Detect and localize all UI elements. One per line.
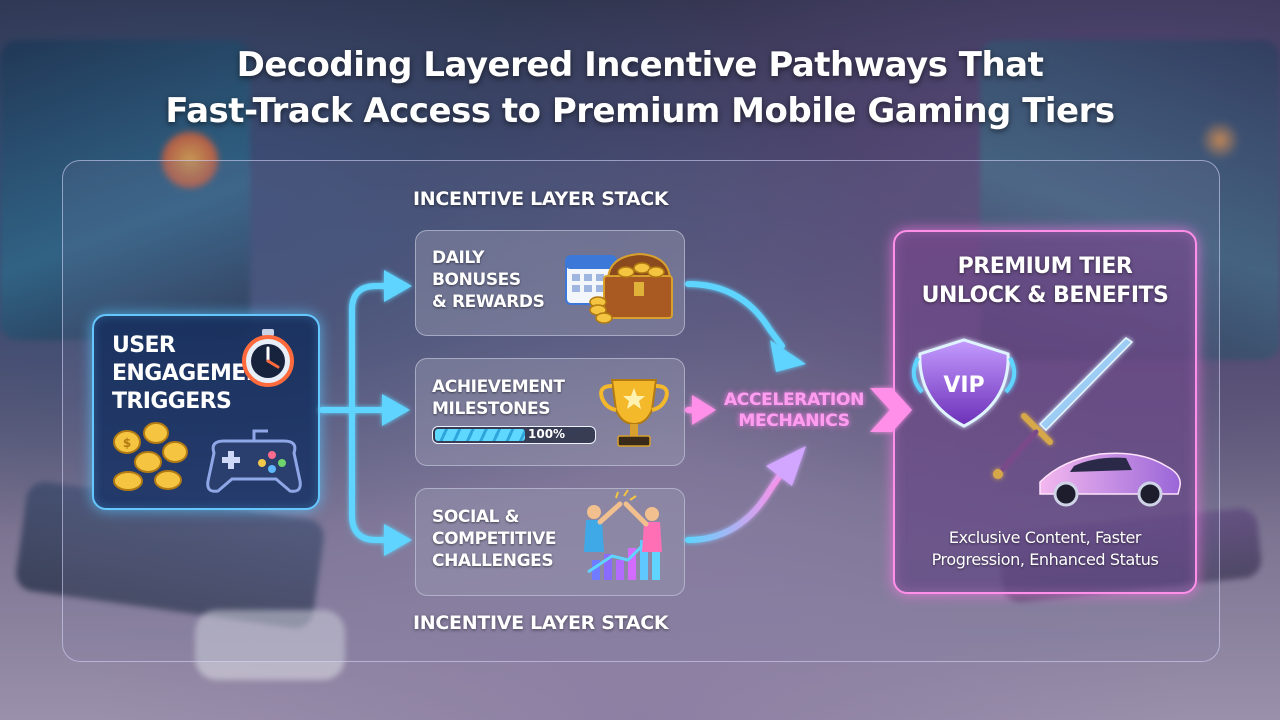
calendar-treasure-icon — [565, 252, 673, 324]
page-title-line2: Fast-Track Access to Premium Mobile Gami… — [165, 91, 1115, 131]
high-five-chart-icon — [584, 489, 662, 580]
page-title: Decoding Layered Incentive Pathways That… — [0, 42, 1280, 134]
acceleration-line1: ACCELERATION — [723, 390, 865, 410]
premium-title-line2: UNLOCK & BENEFITS — [921, 283, 1169, 308]
sword-icon — [993, 337, 1134, 479]
vip-shield-text: VIP — [943, 373, 984, 398]
sports-car-icon — [1039, 452, 1181, 507]
milestone-progress-text: 100% — [528, 427, 566, 441]
background-earbud-case — [195, 610, 345, 680]
vip-shield-icon: VIP — [911, 338, 1017, 428]
acceleration-front-line2: MECHANICS — [738, 411, 850, 431]
layer-daily-line2: BONUSES — [432, 270, 521, 290]
layer-achievement-line1: ACHIEVEMENT — [432, 377, 565, 397]
arrowheads-to-layers — [382, 270, 412, 556]
premium-title-line1: PREMIUM TIER — [957, 254, 1133, 279]
layer-achievement-line2: MILESTONES — [432, 399, 551, 419]
milestone-progress-bar — [432, 426, 596, 444]
stopwatch-icon — [242, 329, 294, 387]
premium-benefits-line1: Exclusive Content, Faster — [948, 528, 1142, 547]
layer-social-text: SOCIAL & COMPETITIVE CHALLENGES — [432, 506, 557, 572]
acceleration-mechanics-label: ACCELERATION MECHANICS — [714, 390, 874, 432]
stack-label-top: INCENTIVE LAYER STACK — [413, 188, 669, 210]
coins-icon: $ — [113, 422, 188, 491]
premium-benefits-line2: Progression, Enhanced Status — [931, 550, 1159, 569]
triggers-title-line3: TRIGGERS — [112, 389, 232, 414]
svg-text:$: $ — [123, 436, 131, 450]
stack-label-bottom: INCENTIVE LAYER STACK — [413, 612, 669, 634]
layer-social-line3: CHALLENGES — [432, 551, 554, 571]
arrowheads-to-acceleration — [692, 340, 806, 486]
arrows-to-layers — [319, 283, 395, 543]
acceleration-line2: MECHANICS — [738, 411, 850, 431]
milestone-progress-fill — [435, 429, 525, 441]
background-monitor-left — [0, 40, 250, 340]
gamepad-icon — [206, 429, 302, 493]
acceleration-mechanics-label-front: ACCELERATION MECHANICS — [714, 390, 874, 432]
layer-daily-line1: DAILY — [432, 248, 485, 268]
acceleration-front-line1: ACCELERATION — [723, 390, 865, 410]
page-title-line1: Decoding Layered Incentive Pathways That — [236, 45, 1044, 85]
layer-daily-line3: & REWARDS — [432, 292, 545, 312]
trophy-icon — [599, 379, 669, 447]
arrow-to-premium-icon — [870, 388, 912, 432]
layer-achievement-text: ACHIEVEMENT MILESTONES — [432, 376, 565, 420]
premium-tier-title: PREMIUM TIER UNLOCK & BENEFITS — [893, 252, 1197, 310]
triggers-title-line1: USER — [112, 333, 176, 358]
layer-social-line2: COMPETITIVE — [432, 529, 557, 549]
layer-daily-text: DAILY BONUSES & REWARDS — [432, 247, 545, 313]
layer-social-line1: SOCIAL & — [432, 507, 520, 527]
premium-benefits-text: Exclusive Content, Faster Progression, E… — [900, 527, 1190, 571]
